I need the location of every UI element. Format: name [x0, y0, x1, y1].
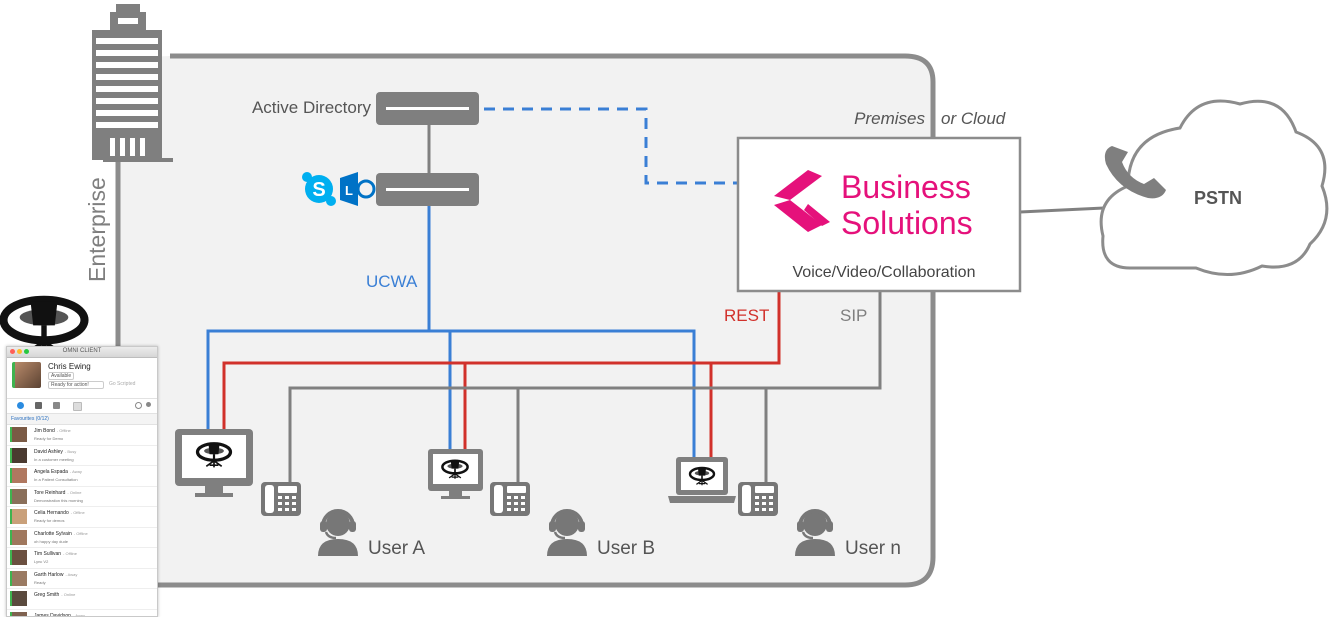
desk-phone-icon [738, 482, 778, 516]
avatar [10, 509, 27, 524]
contact-note: Lync V2 [34, 559, 48, 564]
status-badge: - Online [67, 490, 81, 495]
contact-name: Celia Hernando- Offline [34, 510, 85, 516]
skype-server [376, 173, 479, 206]
status-badge: - Offline [71, 510, 85, 515]
status-badge: - Away [70, 469, 82, 474]
user-n-label: User n [845, 538, 901, 559]
ucwa-label: UCWA [366, 272, 418, 291]
gear-icon[interactable] [146, 402, 151, 407]
contact-note: In a customer meeting [34, 457, 74, 462]
contact-note: Ready [34, 580, 46, 585]
client-toolbar [7, 399, 157, 414]
brand-line2: Solutions [841, 205, 973, 241]
building-icon [92, 4, 162, 160]
contact-name: Tore Reinhard- Online [34, 490, 81, 496]
status-badge: - Offline [74, 531, 88, 536]
pstn-label: PSTN [1194, 188, 1242, 208]
user-a-label: User A [368, 538, 425, 559]
client-profile: Chris Ewing Available Ready for action! … [7, 358, 157, 399]
active-directory-server [376, 92, 479, 125]
chat-icon[interactable] [35, 402, 42, 409]
status-badge: - Online [61, 592, 75, 597]
client-title: OMNI CLIENT [7, 348, 157, 354]
brand-line1: Business [841, 169, 971, 205]
contacts-icon[interactable] [17, 402, 24, 409]
omni-client-window: OMNI CLIENT Chris Ewing Available Ready … [6, 346, 158, 617]
contact-note: Ready for demos [34, 518, 64, 523]
scripted-link[interactable]: Go Scripted [109, 381, 135, 387]
user-b-label: User B [597, 538, 655, 559]
avatar [10, 550, 27, 565]
contact-note: oh happy day dude [34, 539, 68, 544]
avatar [10, 571, 27, 586]
status-select[interactable]: Available [48, 372, 74, 380]
enterprise-label: Enterprise [84, 177, 110, 282]
list-item[interactable]: Angela Espada- Away In a Patient Consulta… [7, 466, 157, 487]
search-icon[interactable] [135, 402, 142, 409]
active-directory-label: Active Directory [252, 98, 372, 117]
favourites-group-header[interactable]: Favourites (0/12) [7, 414, 157, 425]
status-badge: - Busy [65, 449, 76, 454]
desk-phone-icon [261, 482, 301, 516]
avatar [10, 468, 27, 483]
voice-video-label: Voice/Video/Collaboration [793, 264, 976, 281]
avatar [10, 591, 27, 606]
profile-name: Chris Ewing [48, 362, 91, 371]
contact-name: Garth Harlow- Away [34, 572, 77, 578]
avatar [10, 489, 27, 504]
contact-note: In a Patient Consultation [34, 477, 78, 482]
contact-name: Tim Sullivan- Offline [34, 551, 77, 557]
status-badge: - Offline [57, 428, 71, 433]
status-message-input[interactable]: Ready for action! [48, 381, 104, 389]
svg-text:L: L [345, 183, 353, 198]
contact-name: Charlotte Sylvain- Offline [34, 531, 88, 537]
avatar [10, 427, 27, 442]
client-titlebar: OMNI CLIENT [7, 347, 157, 358]
contact-note: Demonstration this morning [34, 498, 83, 503]
pstn-link [1020, 208, 1104, 212]
contact-name: Greg Smith- Online [34, 592, 75, 598]
contact-name: David Ashley- Busy [34, 449, 76, 455]
list-item[interactable]: Greg Smith- Online [7, 589, 157, 610]
contact-name: Angela Espada- Away [34, 469, 82, 475]
history-icon[interactable] [53, 402, 60, 409]
contact-note: Ready for Demo [34, 436, 63, 441]
premises-label: Premises [854, 109, 925, 128]
list-item[interactable]: Charlotte Sylvain- Offline oh happy day d… [7, 528, 157, 549]
avatar [10, 530, 27, 545]
contact-name: Jim Bond- Offline [34, 428, 71, 434]
building-base [103, 158, 173, 162]
list-item[interactable]: James Davidson- AwayTV [7, 610, 157, 617]
status-badge: - Offline [63, 551, 77, 556]
dialpad-icon[interactable] [73, 402, 82, 411]
status-badge: - Away [65, 572, 77, 577]
or-cloud-label: or Cloud [941, 109, 1006, 128]
sip-label: SIP [840, 306, 867, 325]
avatar [10, 448, 27, 463]
desk-phone-icon [490, 482, 530, 516]
list-item[interactable]: David Ashley- Busy In a customer meeting [7, 446, 157, 467]
laptop-icon [668, 457, 736, 503]
avatar[interactable] [12, 362, 41, 388]
avatar [10, 612, 27, 617]
rest-label: REST [724, 306, 769, 325]
svg-text:S: S [312, 179, 325, 201]
